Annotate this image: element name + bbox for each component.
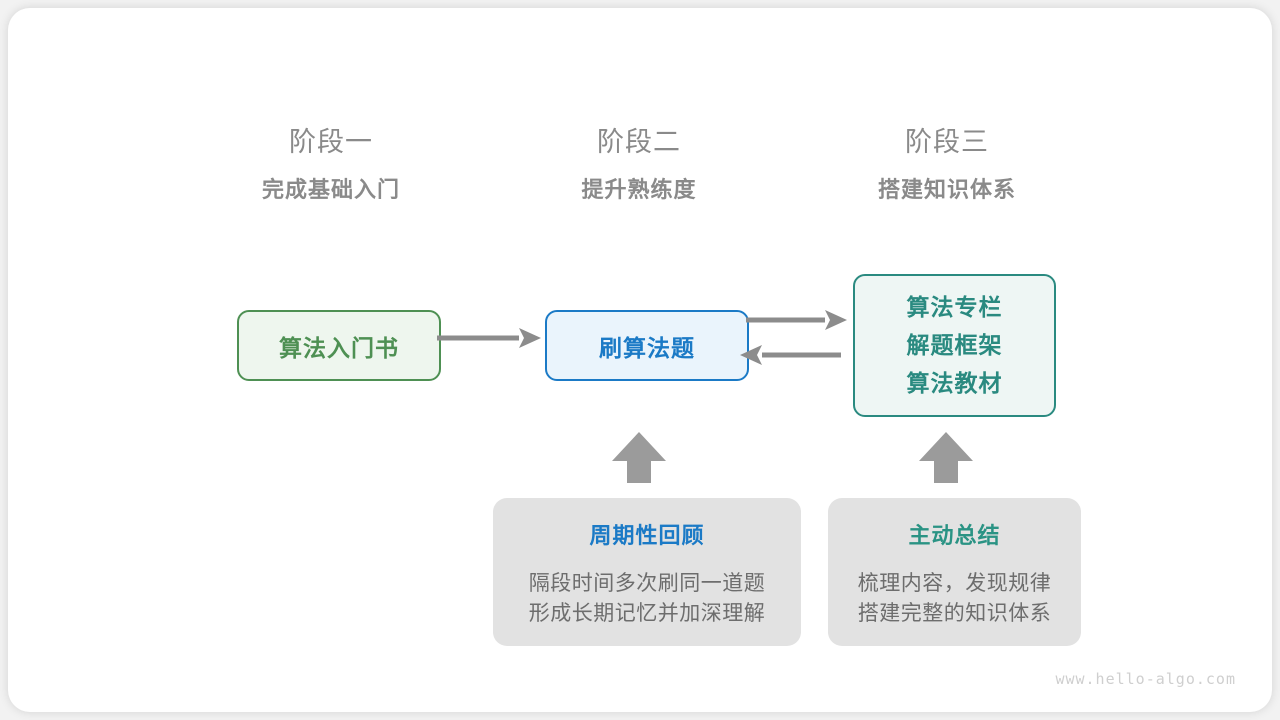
node-practice-problems-label: 刷算法题 — [599, 335, 695, 362]
note-periodic-review-body-line-1: 隔段时间多次刷同一道题 — [528, 571, 766, 595]
note-active-summary-body-line-2: 搭建完整的知识体系 — [857, 601, 1052, 625]
note-active-summary-title: 主动总结 — [908, 524, 1001, 549]
stage-3-title: 阶段三 — [905, 127, 989, 158]
note-periodic-review-title: 周期性回顾 — [589, 524, 705, 549]
node-learning-resources[interactable]: 算法专栏 解题框架 算法教材 — [853, 274, 1056, 417]
stage-header-2: 阶段二 提升熟练度 — [509, 126, 769, 207]
node-learning-resources-line-2: 解题框架 — [906, 332, 1003, 359]
note-active-summary[interactable]: 主动总结 梳理内容，发现规律 搭建完整的知识体系 — [828, 498, 1081, 646]
stage-header-1: 阶段一 完成基础入门 — [201, 126, 461, 207]
stage-1-title: 阶段一 — [289, 127, 373, 158]
node-practice-problems[interactable]: 刷算法题 — [545, 310, 749, 381]
note-active-summary-body: 梳理内容，发现规律 搭建完整的知识体系 — [858, 568, 1052, 628]
note-active-summary-body-line-1: 梳理内容，发现规律 — [857, 571, 1052, 595]
stage-2-subtitle: 提升熟练度 — [581, 178, 697, 203]
stage-3-subtitle: 搭建知识体系 — [877, 178, 1016, 203]
note-periodic-review-body-line-2: 形成长期记忆并加深理解 — [528, 601, 766, 625]
node-algorithm-intro-book-label: 算法入门书 — [279, 335, 399, 362]
node-learning-resources-line-3: 算法教材 — [906, 370, 1003, 397]
stage-1-subtitle: 完成基础入门 — [261, 178, 400, 203]
site-watermark: www.hello-algo.com — [1055, 670, 1236, 688]
node-learning-resources-line-1: 算法专栏 — [906, 294, 1003, 321]
stage-header-3: 阶段三 搭建知识体系 — [817, 126, 1077, 207]
node-algorithm-intro-book[interactable]: 算法入门书 — [237, 310, 441, 381]
stage-2-title: 阶段二 — [597, 127, 681, 158]
note-periodic-review-body: 隔段时间多次刷同一道题 形成长期记忆并加深理解 — [529, 568, 766, 628]
note-periodic-review[interactable]: 周期性回顾 隔段时间多次刷同一道题 形成长期记忆并加深理解 — [493, 498, 801, 646]
diagram-card: 阶段一 完成基础入门 阶段二 提升熟练度 阶段三 搭建知识体系 算法入门书 刷算… — [8, 8, 1272, 712]
